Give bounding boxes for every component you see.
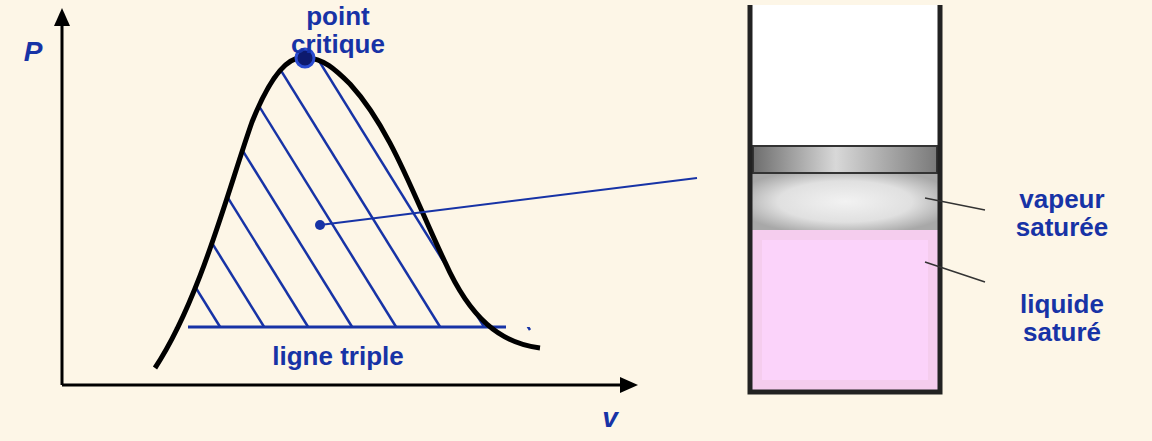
- hatch-stroke: [0, 40, 134, 330]
- triple-line: [188, 326, 506, 329]
- saturation-dome: [155, 58, 540, 368]
- piston-cylinder: [750, 5, 985, 392]
- hatching: [0, 40, 618, 330]
- hatch-stroke: [174, 40, 354, 330]
- axis-label: v: [590, 404, 630, 432]
- point-label: point critique: [273, 2, 403, 58]
- hatch-stroke: [86, 40, 266, 330]
- phase-label: vapeur saturée: [992, 185, 1132, 241]
- hatch-stroke: [438, 40, 618, 330]
- hatch-stroke: [394, 40, 574, 330]
- line-label: ligne triple: [238, 342, 438, 370]
- hatch-stroke: [350, 40, 530, 330]
- axis-label: P: [13, 38, 53, 66]
- hatch-stroke: [0, 40, 178, 330]
- leader-line: [320, 178, 697, 225]
- axes: [54, 8, 638, 393]
- phase-label: liquide saturé: [992, 290, 1132, 346]
- hatch-stroke: [0, 40, 90, 330]
- hatch-stroke: [130, 40, 310, 330]
- hatch-stroke: [218, 40, 398, 330]
